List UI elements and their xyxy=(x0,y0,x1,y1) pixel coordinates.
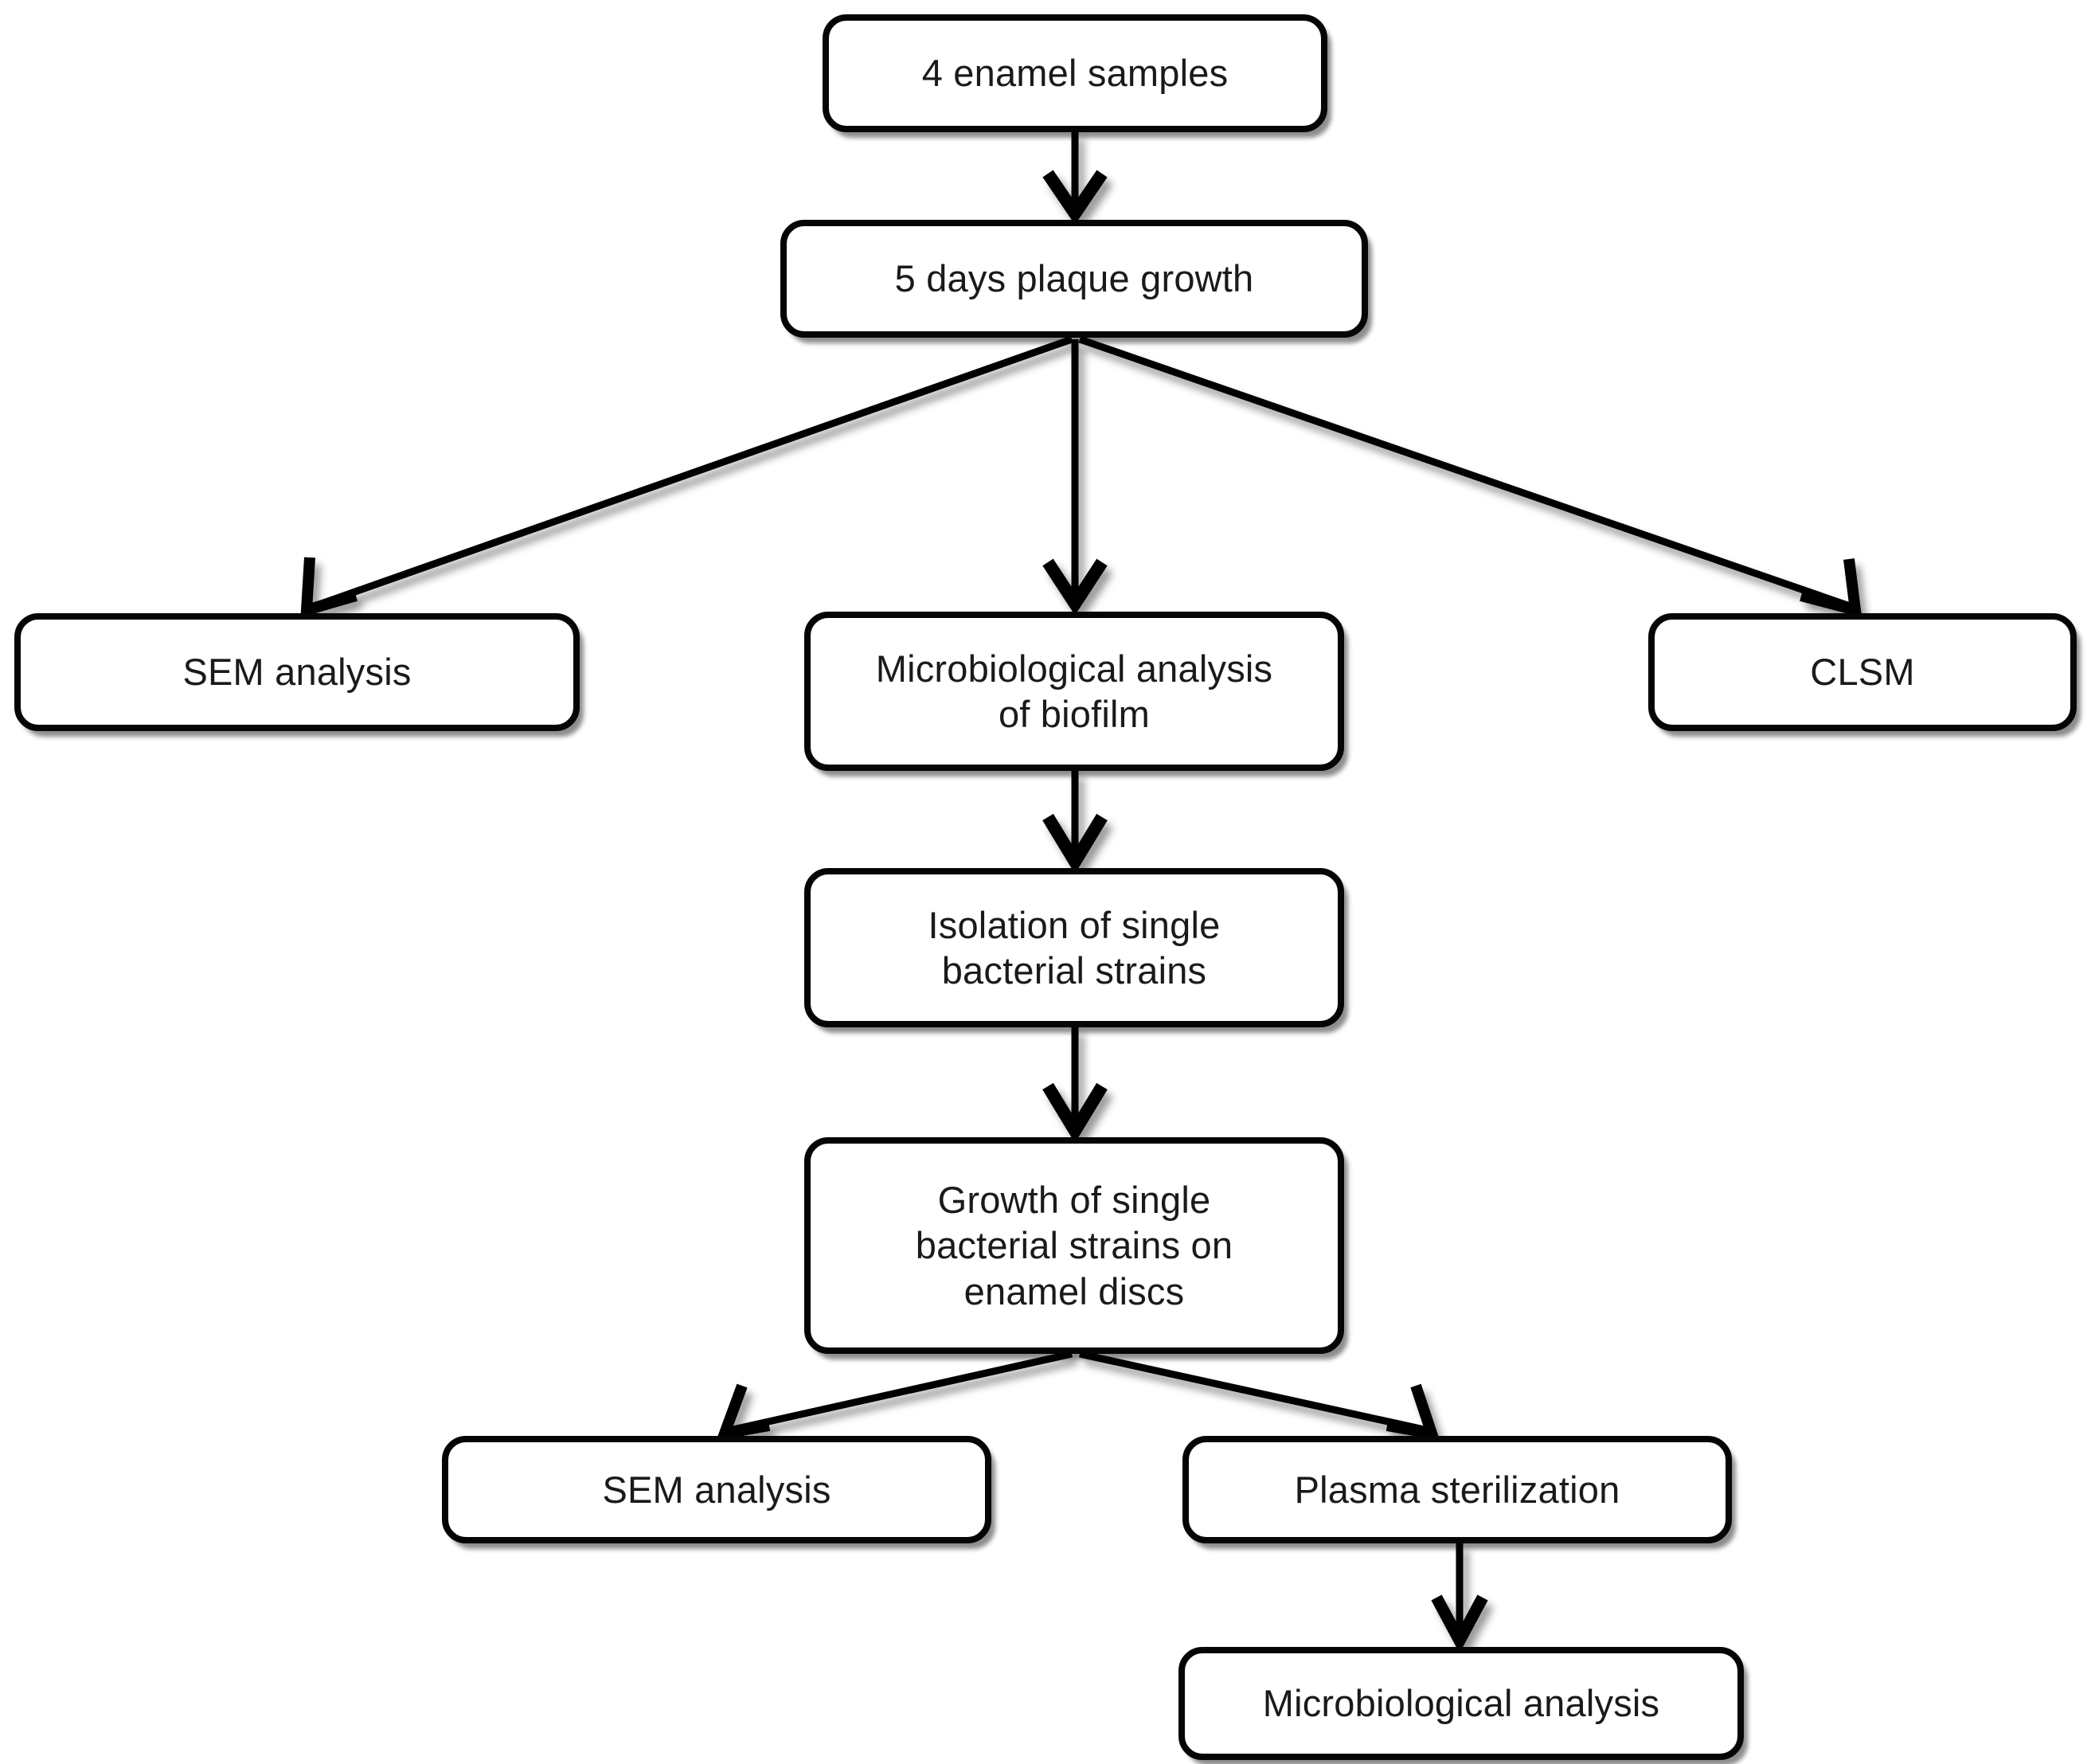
edge-growth-to-plasma xyxy=(1079,1350,1440,1441)
node-sem-analysis-top[interactable]: SEM analysis xyxy=(14,613,580,731)
edge-micro-to-isolation xyxy=(1042,771,1108,874)
node-plasma-sterilization[interactable]: Plasma sterilization xyxy=(1182,1436,1732,1543)
node-microbiological-analysis-of-biofilm[interactable]: Microbiological analysis of biofilm xyxy=(804,612,1344,771)
node-sem-analysis-bottom[interactable]: SEM analysis xyxy=(442,1436,991,1543)
node-label: Isolation of single bacterial strains xyxy=(928,903,1221,992)
node-label: 5 days plaque growth xyxy=(894,257,1254,300)
node-plaque-growth[interactable]: 5 days plaque growth xyxy=(780,220,1368,338)
node-label: Growth of single bacterial strains on en… xyxy=(915,1179,1233,1312)
node-clsm[interactable]: CLSM xyxy=(1648,613,2077,731)
edge-growth-to-sem-bottom xyxy=(716,1350,1073,1441)
node-growth-of-single-bacterial-strains-on-enamel-discs[interactable]: Growth of single bacterial strains on en… xyxy=(804,1137,1344,1354)
node-label: Plasma sterilization xyxy=(1294,1468,1620,1511)
edge-enamel-to-plaque xyxy=(1042,132,1108,225)
node-label: Microbiological analysis xyxy=(1262,1682,1660,1725)
node-label: SEM analysis xyxy=(602,1468,831,1511)
edge-plaque-to-micro xyxy=(1042,339,1108,616)
node-label: 4 enamel samples xyxy=(921,52,1229,95)
node-enamel-samples[interactable]: 4 enamel samples xyxy=(823,14,1327,132)
node-label: Microbiological analysis of biofilm xyxy=(875,647,1273,735)
node-isolation-of-single-bacterial-strains[interactable]: Isolation of single bacterial strains xyxy=(804,868,1344,1027)
node-microbiological-analysis[interactable]: Microbiological analysis xyxy=(1178,1647,1744,1760)
edge-plaque-to-sem xyxy=(300,335,1073,618)
edge-isolation-to-growth xyxy=(1042,1027,1108,1144)
edge-plaque-to-clsm xyxy=(1078,335,1862,618)
node-label: CLSM xyxy=(1810,651,1915,694)
edge-plasma-to-micro-analysis xyxy=(1431,1543,1488,1653)
node-label: SEM analysis xyxy=(182,651,412,694)
